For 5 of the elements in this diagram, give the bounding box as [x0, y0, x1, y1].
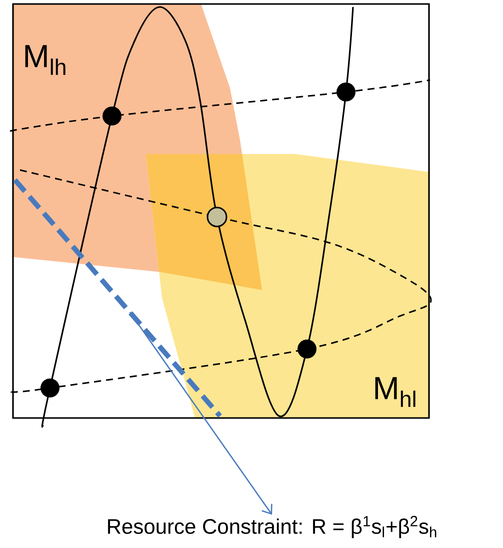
constraint-line: [13, 178, 222, 418]
region-label: M$_{hl}$: [375, 377, 416, 407]
region-label: M$_{lh}$: [25, 45, 66, 75]
caption-text: Resource Constraint: R = β$^{1}$s$_{l}$+β$^{2}$s$_{h}$: [108, 516, 436, 538]
leader-arrow: [129, 312, 272, 515]
